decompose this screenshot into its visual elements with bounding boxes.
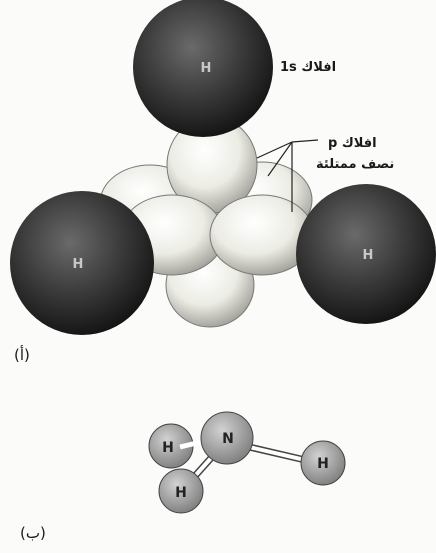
s-orbitals-label: افلاك 1s [280, 60, 336, 75]
ball-and-stick-model: H N H H [149, 412, 345, 513]
p-orbitals-label: افلاك p [328, 136, 377, 151]
hydrogen-label-b-bottom: H [175, 485, 187, 501]
caption-b: (ب) [20, 524, 46, 542]
half-filled-label: نصف ممتلئة [316, 157, 394, 172]
hydrogen-label-b-right: H [317, 456, 329, 472]
hydrogen-label-right: H [363, 248, 374, 263]
hydrogen-label-left: H [73, 257, 84, 272]
nitrogen-label: N [222, 431, 234, 447]
hydrogen-label-top: H [201, 61, 212, 76]
hydrogen-label-b-left: H [162, 440, 174, 456]
caption-a: (أ) [14, 346, 30, 364]
